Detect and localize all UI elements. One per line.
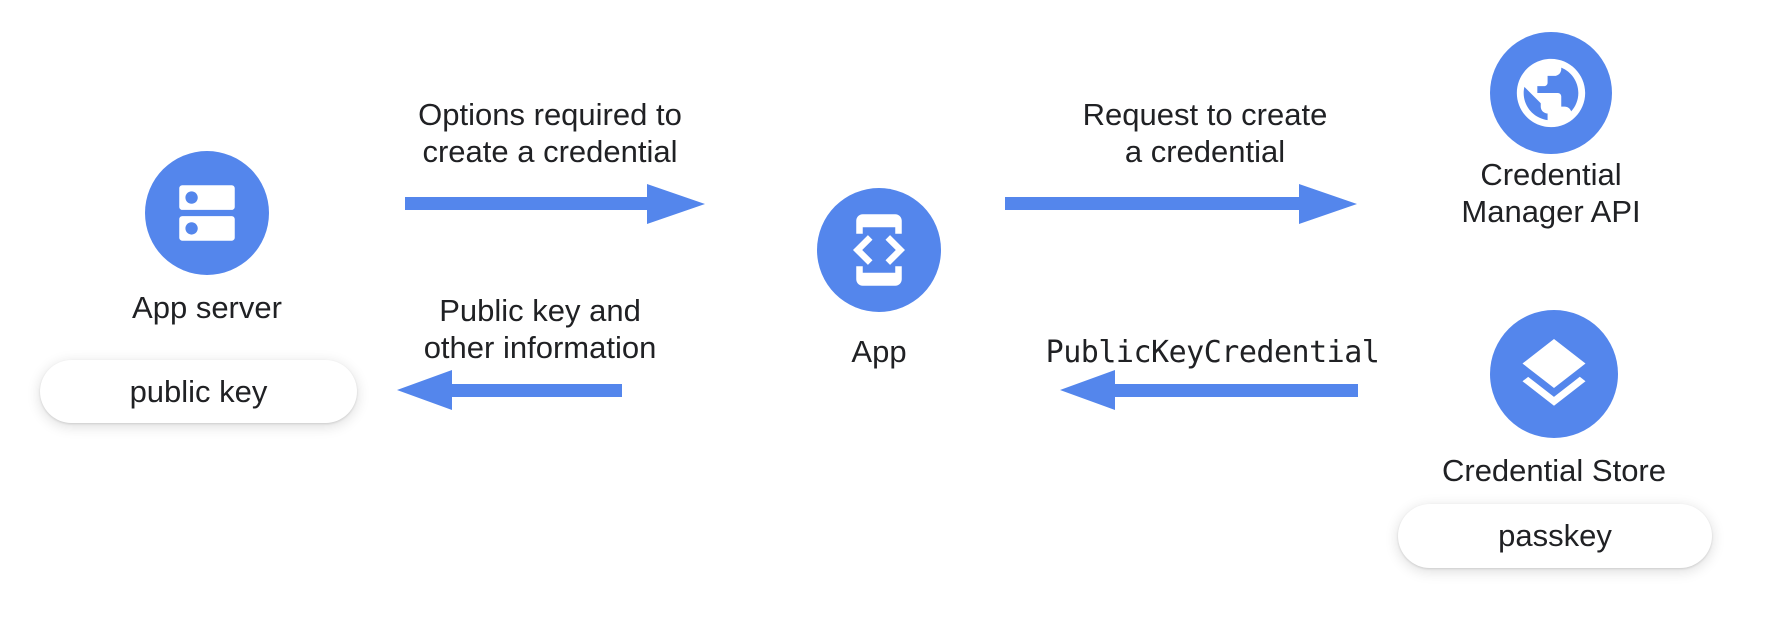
arrow-request-shaft <box>1005 197 1299 210</box>
credential-manager-api-label: Credential Manager API <box>1461 157 1641 229</box>
public-key-pill: public key <box>40 360 357 423</box>
passkey-pill: passkey <box>1398 504 1712 568</box>
arrow-publickeycredential-shaft <box>1113 384 1358 397</box>
globe-icon <box>1516 58 1586 128</box>
arrow-label-publickeycredential: PublicKeyCredential <box>1045 335 1380 370</box>
code-phone-icon <box>853 214 905 286</box>
arrow-options-shaft <box>405 197 647 210</box>
arrow-options-head-right-icon <box>647 184 705 224</box>
arrow-label-options: Options required to create a credential <box>418 97 682 169</box>
app-label: App <box>851 334 907 369</box>
arrow-request-head-right-icon <box>1299 184 1357 224</box>
server-icon <box>179 185 235 241</box>
arrow-publickeycredential-head-left-icon <box>1060 370 1115 410</box>
credential-manager-api-node <box>1490 32 1612 154</box>
credential-store-label: Credential Store <box>1441 453 1666 488</box>
arrow-public-key-info-head-left-icon <box>397 370 452 410</box>
public-key-pill-label: public key <box>129 373 268 409</box>
arrow-label-public-key-info: Public key and other information <box>423 293 657 365</box>
app-server-label: App server <box>132 290 282 325</box>
credential-store-node <box>1490 310 1618 438</box>
app-server-node <box>145 151 269 275</box>
passkey-pill-label: passkey <box>1498 518 1612 553</box>
layers-icon <box>1522 339 1586 406</box>
arrow-public-key-info-shaft <box>450 384 622 397</box>
app-node <box>817 188 941 312</box>
arrow-label-request: Request to create a credential <box>1082 97 1328 169</box>
